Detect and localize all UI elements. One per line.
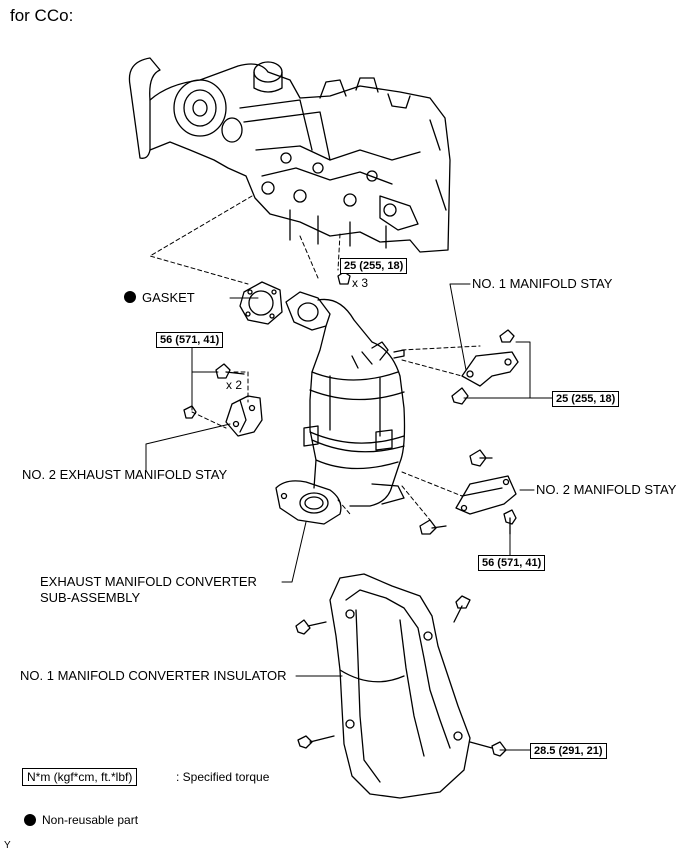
gasket-illustration xyxy=(239,281,283,325)
label-insulator: NO. 1 MANIFOLD CONVERTER INSULATOR xyxy=(20,668,287,683)
nonreusable-marker-gasket xyxy=(124,291,136,303)
no2-manifold-stay-illustration xyxy=(419,449,517,535)
label-no1-manifold-stay: NO. 1 MANIFOLD STAY xyxy=(472,276,613,291)
converter-illustration xyxy=(275,291,406,525)
footer-mark: Y xyxy=(4,840,11,851)
legend-nonreusable-text: Non-reusable part xyxy=(42,813,139,827)
page-heading: for CCo: xyxy=(10,6,74,25)
label-no2-manifold-stay: NO. 2 MANIFOLD STAY xyxy=(536,482,677,497)
label-no2-exhaust-manifold-stay: NO. 2 EXHAUST MANIFOLD STAY xyxy=(22,467,228,482)
nonreusable-marker-legend xyxy=(24,814,36,826)
label-converter-line1: EXHAUST MANIFOLD CONVERTER xyxy=(40,574,257,589)
engine-block-illustration xyxy=(128,57,451,253)
no1-manifold-stay-illustration xyxy=(451,329,519,405)
legend-torque-text: : Specified torque xyxy=(176,770,270,784)
legend-torque-units: N*m (kgf*cm, ft.*lbf) xyxy=(22,768,138,786)
quantity-x3: x 3 xyxy=(352,276,369,290)
insulator-illustration xyxy=(295,573,507,799)
no2-exhaust-manifold-stay-illustration xyxy=(183,363,263,437)
quantity-x2: x 2 xyxy=(226,378,243,392)
torque-box-5: 28.5 (291, 21) xyxy=(530,743,607,759)
label-gasket: GASKET xyxy=(142,290,195,305)
torque-box-4: 56 (571, 41) xyxy=(478,555,546,571)
torque-box-1: 25 (255, 18) xyxy=(340,258,408,274)
label-converter-line2: SUB-ASSEMBLY xyxy=(40,590,141,605)
torque-box-3: 25 (255, 18) xyxy=(552,391,620,407)
torque-box-2: 56 (571, 41) xyxy=(156,332,224,348)
